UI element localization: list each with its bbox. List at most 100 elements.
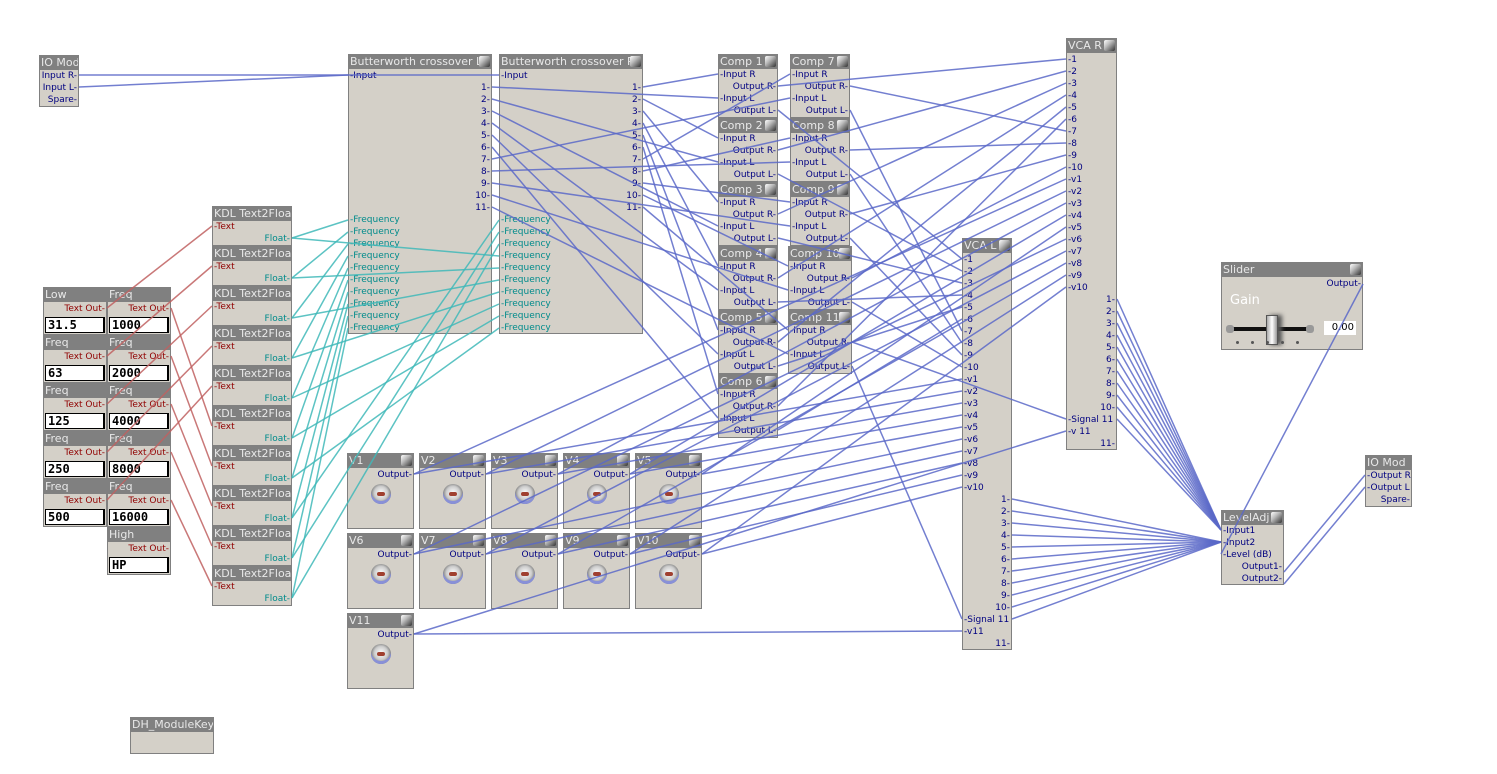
compressor-port[interactable]: -Input L [792, 222, 827, 232]
vca-input-port[interactable]: -7 [1068, 127, 1077, 137]
vca-input-port[interactable]: -8 [1068, 139, 1077, 149]
crossover-l[interactable]: Butterworth crossover L -Input 1-2-3-4-5… [348, 54, 492, 334]
text-value-field[interactable]: 16000 [109, 509, 169, 525]
crossover-output-port[interactable]: 1- [632, 83, 641, 93]
compressor-port[interactable]: -Input R [720, 390, 756, 400]
vca-output-port[interactable]: 2- [1106, 307, 1115, 317]
crossover-output-port[interactable]: 6- [481, 143, 490, 153]
vca-input-port[interactable]: -v7 [1068, 247, 1083, 257]
volume-knob-icon[interactable] [586, 564, 607, 584]
text-in-port[interactable]: -Text [214, 302, 235, 312]
vca-output-port[interactable]: 1- [1106, 295, 1115, 305]
vca-output-port[interactable]: 5- [1001, 543, 1010, 553]
vca-signal11-port[interactable]: -Signal 11 [964, 615, 1010, 625]
port-input1[interactable]: -Input1 [1223, 526, 1256, 536]
vca-input-port[interactable]: -5 [964, 303, 973, 313]
compressor-port[interactable]: Output L- [805, 234, 848, 244]
vca-r[interactable]: VCA R -1-2-3-4-5-6-7-8-9-10-v1-v2-v3-v4-… [1066, 38, 1117, 450]
crossover-output-port[interactable]: 5- [632, 131, 641, 141]
vca-input-port[interactable]: -v10 [964, 483, 984, 493]
compressor-port[interactable]: Output L- [805, 170, 848, 180]
module-key[interactable]: DH_ModuleKey [130, 717, 214, 754]
settings-cube-icon[interactable] [765, 312, 776, 323]
vca-input-port[interactable]: -9 [1068, 151, 1077, 161]
port-spare-out[interactable]: Spare- [1380, 495, 1410, 505]
vca-input-port[interactable]: -2 [1068, 67, 1077, 77]
vca-input-port[interactable]: -1 [964, 255, 973, 265]
vca-output-port[interactable]: 10- [1100, 403, 1115, 413]
compressor-port[interactable]: Output R- [804, 146, 848, 156]
text-in-port[interactable]: -Text [214, 222, 235, 232]
port-output1[interactable]: Output1- [1241, 562, 1282, 572]
compressor-port[interactable]: -Input L [792, 158, 827, 168]
frequency-port[interactable]: -Frequency [501, 215, 551, 225]
vca-output-port[interactable]: 1- [1001, 495, 1010, 505]
text-out-port[interactable]: Text Out- [128, 352, 169, 362]
vca-input-port[interactable]: -3 [964, 279, 973, 289]
compressor-port[interactable]: -Input R [720, 198, 756, 208]
frequency-port[interactable]: -Frequency [501, 311, 551, 321]
settings-cube-icon[interactable] [617, 455, 628, 466]
settings-cube-icon[interactable] [473, 455, 484, 466]
frequency-port[interactable]: -Frequency [350, 323, 400, 333]
frequency-port[interactable]: -Frequency [350, 299, 400, 309]
frequency-port[interactable]: -Frequency [350, 275, 400, 285]
port-input-l[interactable]: Input L- [42, 83, 77, 93]
text-out-port[interactable]: Text Out- [64, 448, 105, 458]
compressor-port[interactable]: -Input L [792, 94, 827, 104]
crossover-output-port[interactable]: 8- [632, 167, 641, 177]
frequency-port[interactable]: -Frequency [501, 299, 551, 309]
settings-cube-icon[interactable] [839, 248, 850, 259]
compressor-port[interactable]: Output R- [804, 82, 848, 92]
vca-input-port[interactable]: -10 [964, 363, 979, 373]
vca-input-port[interactable]: -v3 [964, 399, 979, 409]
vca-input-port[interactable]: -9 [964, 351, 973, 361]
vca-input-port[interactable]: -4 [1068, 91, 1077, 101]
volume-knob-icon[interactable] [370, 564, 391, 584]
settings-cube-icon[interactable] [765, 120, 776, 131]
crossover-output-port[interactable]: 11- [626, 203, 641, 213]
crossover-output-port[interactable]: 2- [632, 95, 641, 105]
float-out-port[interactable]: Float- [264, 434, 290, 444]
compressor-port[interactable]: Output R- [732, 146, 776, 156]
compressor-port[interactable]: Output R- [732, 82, 776, 92]
settings-cube-icon[interactable] [401, 615, 412, 626]
text-out-port[interactable]: Text Out- [128, 448, 169, 458]
frequency-port[interactable]: -Frequency [501, 275, 551, 285]
settings-cube-icon[interactable] [1350, 264, 1361, 275]
compressor-port[interactable]: -Input R [720, 262, 756, 272]
vca-input-port[interactable]: -v6 [1068, 235, 1083, 245]
text-out-port[interactable]: Text Out- [128, 496, 169, 506]
settings-cube-icon[interactable] [689, 535, 700, 546]
text-value-field[interactable]: 4000 [109, 413, 169, 429]
settings-cube-icon[interactable] [479, 56, 490, 67]
frequency-port[interactable]: -Frequency [350, 239, 400, 249]
text-in-port[interactable]: -Text [214, 582, 235, 592]
compressor-port[interactable]: -Input R [792, 134, 828, 144]
compressor-port[interactable]: -Input R [720, 134, 756, 144]
io-mod-input[interactable]: IO Mod Input R- Input L- Spare- [39, 55, 79, 107]
vca-input-port[interactable]: -v2 [964, 387, 979, 397]
frequency-port[interactable]: -Frequency [350, 227, 400, 237]
vca-input-port[interactable]: -v10 [1068, 283, 1088, 293]
compressor-port[interactable]: Output R- [732, 338, 776, 348]
compressor-port[interactable]: -Input L [720, 222, 755, 232]
compressor-port[interactable]: -Input R [792, 198, 828, 208]
vca-input-port[interactable]: -v5 [964, 423, 979, 433]
frequency-port[interactable]: -Frequency [501, 287, 551, 297]
vca-input-port[interactable]: -v6 [964, 435, 979, 445]
compressor-port[interactable]: Output L- [733, 426, 776, 436]
compressor-port[interactable]: -Input L [720, 414, 755, 424]
volume-knob-icon[interactable] [658, 484, 679, 504]
